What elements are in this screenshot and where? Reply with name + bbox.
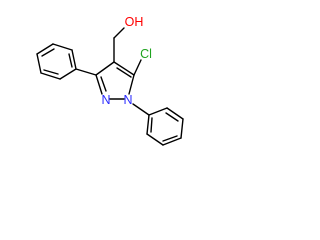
- phenyl-left-bond-4: [36, 43, 54, 55]
- phenyl-left-bond-5: [52, 43, 73, 51]
- phenyl-right-bond-5: [146, 133, 164, 146]
- phenyl-right-bond-3: [180, 118, 184, 139]
- phenyl-right-inner-1: [165, 112, 179, 122]
- bond-c4-c5: [113, 61, 135, 76]
- bond-c4-c5-double: [116, 67, 132, 78]
- nitrogen-n1-label: N: [123, 93, 132, 107]
- phenyl-right-inner-3: [150, 117, 153, 133]
- bond-ch2-o: [113, 27, 125, 39]
- chemical-structure: OH Cl N N: [36, 15, 184, 146]
- bond-n1-phenyl: [132, 103, 150, 116]
- pyrazole-ring: [95, 61, 135, 100]
- phenyl-right-bond-2: [166, 107, 184, 120]
- phenyl-left-inner-3: [68, 53, 73, 68]
- phenyl-left-inner-2: [41, 48, 55, 57]
- bond-c5-cl: [133, 59, 142, 76]
- bond-c5-n1: [128, 74, 135, 95]
- phenyl-left-bond-2: [40, 72, 61, 80]
- phenyl-right-inner-2: [162, 135, 178, 142]
- bond-n2-c3-double: [100, 76, 107, 92]
- phenyl-right-bond-6: [146, 114, 150, 135]
- phenyl-right-bond-4: [162, 137, 182, 146]
- nitrogen-n2-label: N: [101, 93, 110, 107]
- hydroxyl-label: OH: [125, 15, 144, 29]
- phenyl-ring-left: [36, 43, 97, 80]
- phenyl-left-inner-1: [43, 69, 59, 75]
- phenyl-left-bond-1: [59, 68, 77, 80]
- phenyl-ring-right: [132, 103, 184, 146]
- chlorine-label: Cl: [140, 47, 152, 61]
- phenyl-left-bond-3: [36, 53, 42, 74]
- bond-c3-phenyl: [75, 68, 97, 76]
- bond-n2-c3: [95, 74, 103, 95]
- phenyl-left-bond-6: [71, 49, 77, 70]
- hydroxymethyl-group: [113, 27, 125, 63]
- phenyl-right-bond-1: [148, 107, 168, 116]
- bond-c3-c4: [95, 61, 115, 76]
